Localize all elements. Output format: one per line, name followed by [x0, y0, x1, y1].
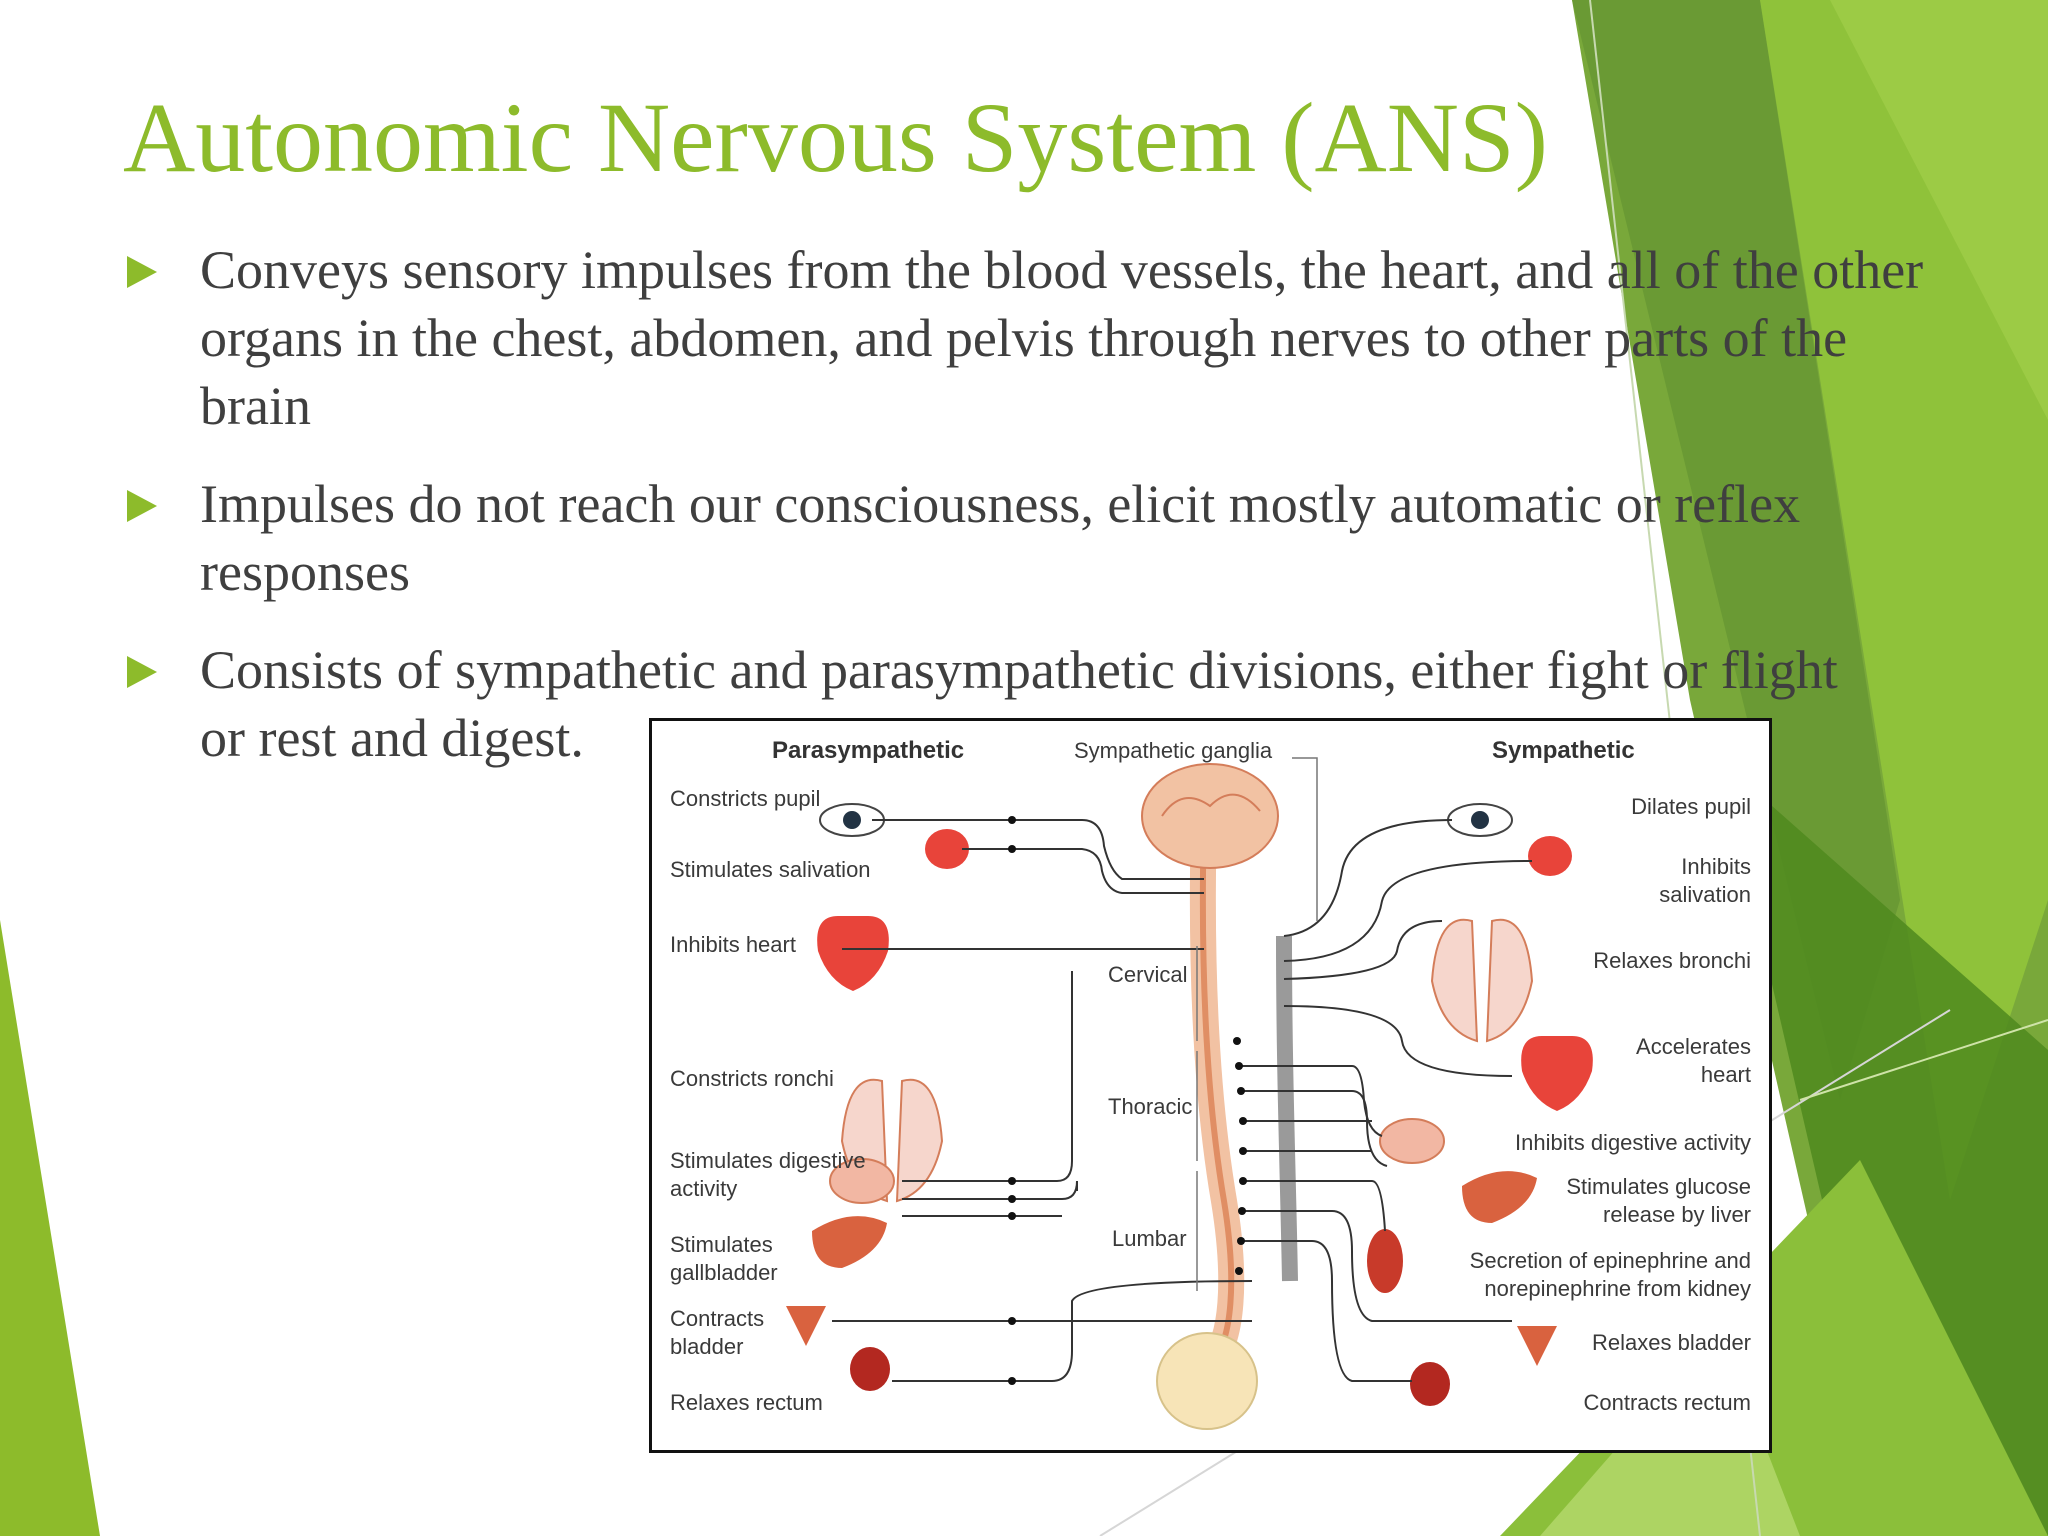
label-thoracic: Thoracic [1108, 1094, 1193, 1119]
accent-line [1799, 1019, 2048, 1101]
bullet-item: Impulses do not reach our consciousness,… [123, 470, 1943, 606]
label-stimulates-digestive: activity [670, 1176, 738, 1201]
liver-icon [812, 1216, 887, 1268]
nerve-line [1283, 819, 1453, 937]
slide-title: Autonomic Nervous System (ANS) [123, 82, 1548, 193]
label-relaxes-rectum: Relaxes rectum [670, 1390, 823, 1415]
label-inhibits-digestive: Inhibits digestive activity [1515, 1130, 1751, 1155]
label-stimulates-gallbladder: gallbladder [670, 1260, 778, 1285]
nerve-line [1283, 1005, 1513, 1077]
heading-sympathetic: Sympathetic [1492, 737, 1635, 764]
brain-icon [1141, 763, 1279, 869]
green-band-bright [1760, 0, 2048, 1200]
salivary-gland-icon [925, 829, 969, 869]
heart-icon [1521, 1036, 1593, 1111]
heart-icon [817, 916, 889, 991]
lungs-icon [1485, 918, 1534, 1043]
bullet-arrow-icon [127, 256, 157, 288]
label-accelerates-heart: heart [1700, 1062, 1751, 1087]
bladder-icon [1517, 1326, 1557, 1366]
nerve-line [1283, 920, 1443, 980]
bullet-arrow-icon [127, 656, 157, 688]
liver-icon [1462, 1171, 1537, 1223]
ans-diagram-illustration [786, 757, 1593, 1430]
salivary-gland-icon [1528, 836, 1572, 876]
nerve-line [902, 1180, 1078, 1200]
stomach-icon [829, 1158, 895, 1204]
nerve-line [902, 971, 1073, 1182]
label-dilates-pupil: Dilates pupil [1631, 794, 1751, 819]
nerve-line [1242, 1065, 1383, 1137]
nerve-pathways [832, 819, 1533, 1382]
bullet-arrow-icon [127, 490, 157, 522]
nerve-line [1242, 1090, 1388, 1167]
bullet-list: Conveys sensory impulses from the blood … [123, 236, 1943, 772]
lungs-icon [1430, 918, 1479, 1043]
label-lumbar: Lumbar [1112, 1226, 1187, 1251]
green-band-left [0, 920, 100, 1536]
rectum-icon [850, 1347, 890, 1391]
label-contracts-bladder: Contracts [670, 1306, 765, 1331]
organ-icons [786, 829, 1593, 1406]
bullet-item: Conveys sensory impulses from the blood … [123, 236, 1943, 440]
nerve-line [1283, 860, 1533, 962]
nerve-line [872, 819, 1204, 880]
eye-icon [819, 803, 1513, 837]
label-contracts-bladder: bladder [670, 1334, 744, 1359]
green-band-top [1830, 0, 2048, 420]
label-cervical: Cervical [1108, 962, 1188, 987]
heading-parasympathetic: Parasympathetic [772, 737, 965, 764]
ans-diagram: Parasympathetic Sympathetic ganglia Symp… [649, 718, 1772, 1453]
synapse-dots [1008, 816, 1247, 1385]
label-accelerates-heart: Accelerates [1636, 1034, 1751, 1059]
label-stimulates-digestive: Stimulates digestive [670, 1148, 866, 1173]
label-stimulates-gallbladder: Stimulates [670, 1232, 773, 1257]
label-inhibits-salivation: salivation [1659, 882, 1751, 907]
label-secretion-epinephrine: Secretion of epinephrine and [1469, 1248, 1751, 1273]
label-secretion-epinephrine: norepinephrine from kidney [1484, 1276, 1751, 1301]
rectum-icon [1410, 1362, 1450, 1406]
region-brackets [1196, 757, 1318, 1291]
nerve-line [962, 848, 1204, 894]
nerve-line [1242, 1210, 1512, 1322]
label-contracts-rectum: Contracts rectum [1583, 1390, 1752, 1415]
label-inhibits-heart: Inhibits heart [670, 932, 796, 957]
bullet-text: Consists of sympathetic and parasympathe… [200, 640, 1838, 700]
green-band-deep [1720, 760, 2048, 1536]
label-stimulates-salivation: Stimulates salivation [670, 857, 871, 882]
pelvis-icon [1156, 1332, 1258, 1430]
stomach-icon [1379, 1118, 1445, 1164]
label-stimulates-glucose: release by liver [1603, 1202, 1751, 1227]
sympathetic-chain [1276, 935, 1298, 1282]
label-relaxes-bronchi: Relaxes bronchi [1593, 948, 1751, 973]
bullet-item: Consists of sympathetic and parasympathe… [123, 636, 1943, 772]
nerve-line [1242, 1180, 1386, 1232]
bullet-text: Impulses do not reach our consciousness,… [200, 474, 1801, 602]
bladder-icon [786, 1306, 826, 1346]
lungs-icon [895, 1078, 944, 1203]
heading-sympathetic-ganglia: Sympathetic ganglia [1074, 738, 1273, 763]
kidney-icon [1367, 1229, 1403, 1293]
green-band-dark [1572, 0, 1900, 1100]
bullet-text-continued: or rest and digest. [200, 708, 584, 768]
label-constricts-bronchi: Constricts ronchi [670, 1066, 834, 1091]
label-stimulates-glucose: Stimulates glucose [1566, 1174, 1751, 1199]
label-constricts-pupil: Constricts pupil [670, 786, 821, 811]
nerve-line [1242, 1240, 1412, 1382]
nerve-line [892, 1280, 1253, 1382]
bullet-text: Conveys sensory impulses from the blood … [200, 240, 1924, 436]
label-relaxes-bladder: Relaxes bladder [1592, 1330, 1751, 1355]
label-inhibits-salivation: Inhibits [1681, 854, 1751, 879]
